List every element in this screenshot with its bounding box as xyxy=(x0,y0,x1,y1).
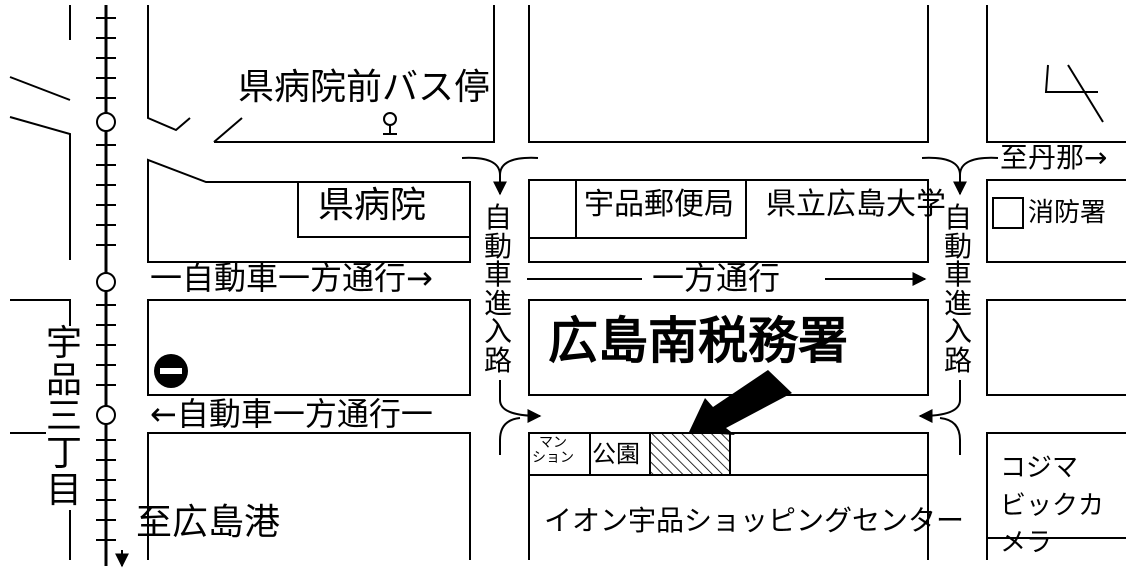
tax-office-building xyxy=(649,432,731,476)
entry-road-right-label: 自動 車進 入路 xyxy=(944,201,973,377)
entry-road-left-label: 自動 車進 入路 xyxy=(484,201,513,377)
one-way-north-label: 一自動車一方通行→ xyxy=(150,259,433,297)
hospital-label: 県病院 xyxy=(318,185,427,226)
tax-office-label: 広島南税務署 xyxy=(548,312,848,370)
post-office-label: 宇品郵便局 xyxy=(584,187,734,222)
no-entry-icon xyxy=(154,354,188,388)
fire-station-label: 消防署 xyxy=(1028,198,1107,228)
one-way-mid-label: 一方通行 xyxy=(652,259,781,297)
one-way-south-label: ←自動車一方通行一 xyxy=(150,395,433,433)
aeon-label: イオン宇品ショッピングセンター xyxy=(544,504,965,537)
tram-track-icon xyxy=(96,5,116,566)
to-port-label: 至広島港 xyxy=(136,502,281,543)
mansion-label: マンション xyxy=(532,435,574,467)
north-arrow-icon xyxy=(1044,64,1104,123)
park-label: 公園 xyxy=(592,440,640,468)
tram-stop-label: 宇品 三丁 目 xyxy=(46,323,83,511)
kojima-label: コジマビックカメラ xyxy=(1000,453,1105,559)
bus-stop-label: 県病院前バス停 xyxy=(238,67,491,108)
university-label: 県立広島大学 xyxy=(766,187,946,222)
fire-station-building xyxy=(992,197,1024,229)
pointer-arrow-icon xyxy=(689,370,792,435)
bus-stop-icon xyxy=(383,112,397,135)
to-tanna-label: 至丹那→ xyxy=(1000,141,1108,174)
